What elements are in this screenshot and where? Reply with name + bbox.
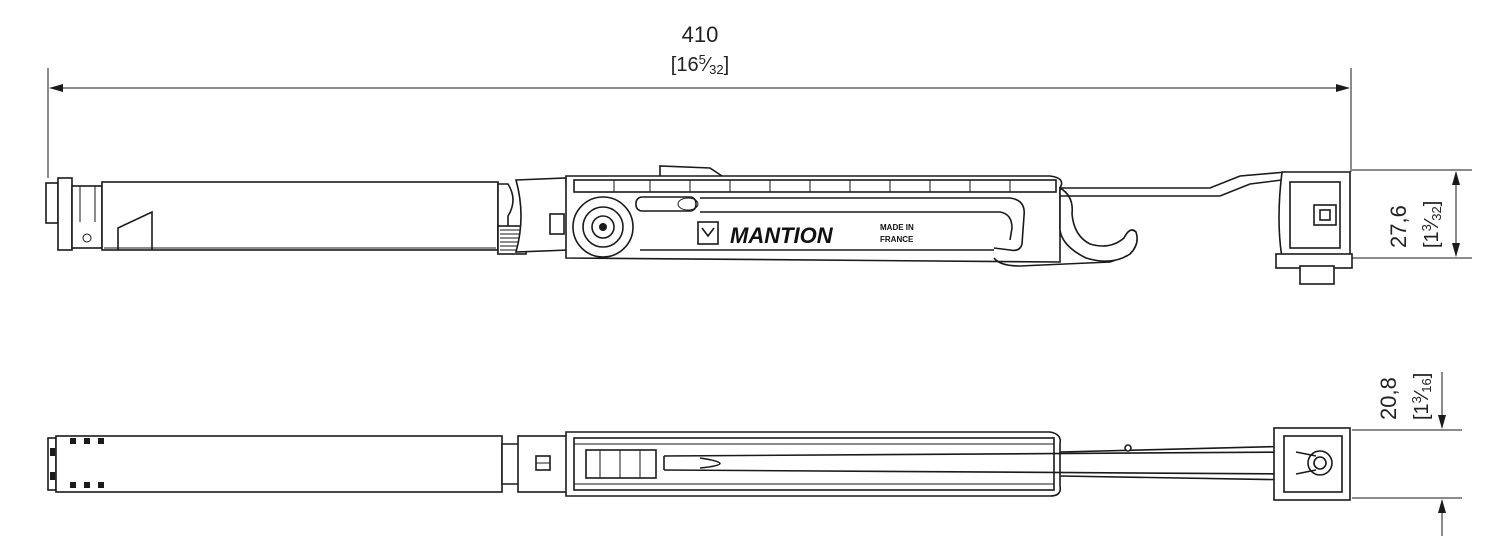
width-mm-label: 20,8 [1376, 377, 1401, 420]
length-in-label: [165⁄32] [671, 52, 729, 77]
height-mm-label: 27,6 [1386, 205, 1411, 248]
grip-ribs [573, 179, 1057, 193]
height-in-label: [13⁄32] [1419, 201, 1444, 248]
length-mm-label: 410 [682, 22, 719, 47]
top-view [47, 427, 1351, 501]
length-dimension: 410 [165⁄32] [47, 22, 1352, 178]
height-dimension: 27,6 [13⁄32] [1352, 169, 1472, 259]
width-dimension: 20,8 [13⁄16] [1352, 372, 1462, 536]
mantion-logo-icon [697, 221, 719, 245]
origin-line2: FRANCE [880, 235, 914, 244]
origin-line1: MADE IN [880, 223, 914, 232]
side-view: MANTION MADE IN FRANCE [45, 165, 1353, 285]
brand-label: MANTION [730, 223, 834, 248]
width-in-label: [13⁄16] [1409, 373, 1434, 420]
adjusting-knob [572, 196, 634, 258]
wrench-head [1275, 171, 1353, 285]
